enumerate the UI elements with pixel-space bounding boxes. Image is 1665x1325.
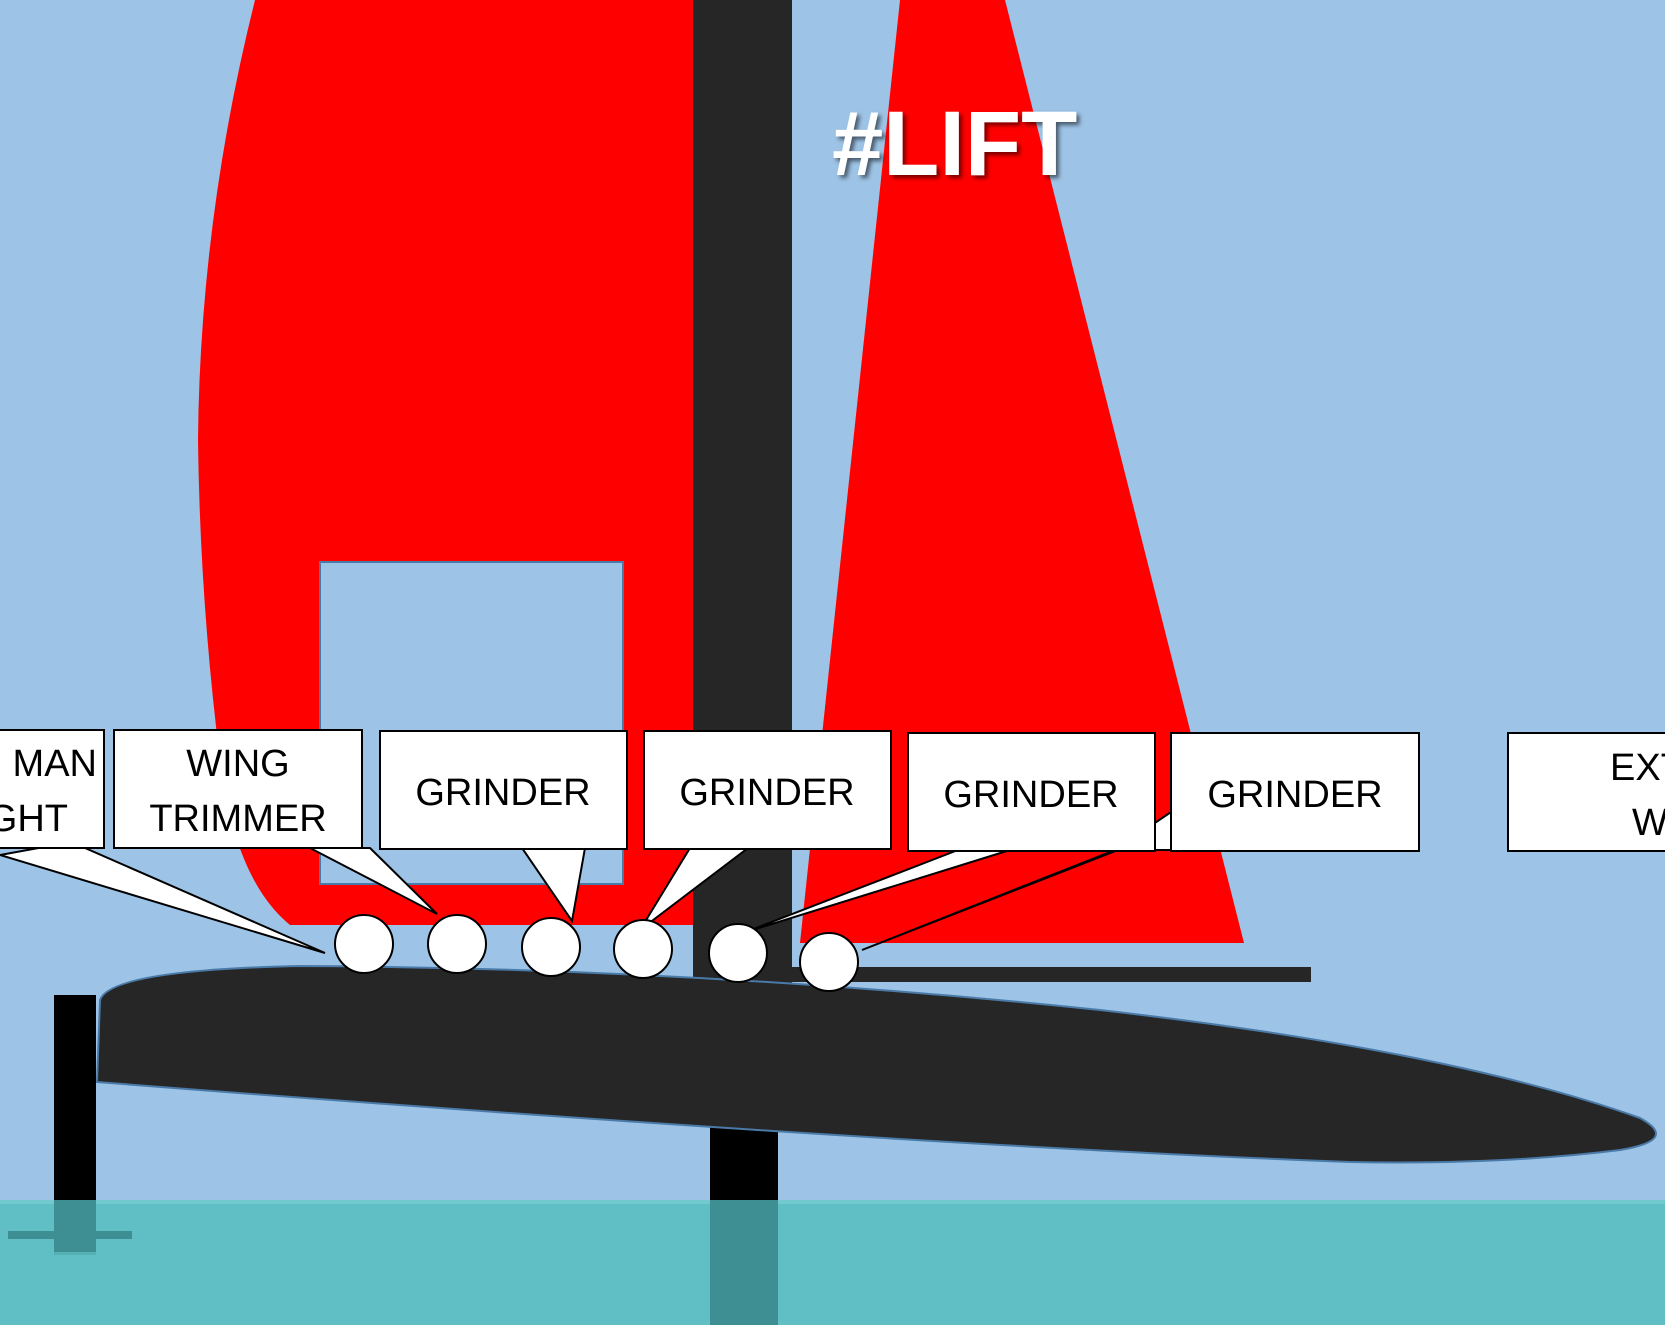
water [0, 1200, 1665, 1325]
crew-wing-trimmer [428, 915, 486, 973]
water-sheen [0, 1200, 1665, 1204]
grinder-4-label: GRINDER [1207, 774, 1382, 816]
rudder-submerged [54, 1200, 96, 1252]
grinder-2-label: GRINDER [679, 772, 854, 814]
boom [792, 967, 1311, 982]
crew-grinder-2 [614, 920, 672, 978]
helmsman-label-line1: MAN [13, 743, 97, 785]
page-title: #LIFT [832, 93, 1077, 195]
grinder-3-label: GRINDER [943, 774, 1118, 816]
crew-grinder-4 [800, 933, 858, 991]
extra-label-line1: EXT [1610, 747, 1665, 789]
rudder-elevator [8, 1231, 132, 1239]
crew-grinder-3 [709, 924, 767, 982]
grinder-1-label: GRINDER [415, 772, 590, 814]
extra-label-line2: W [1632, 802, 1665, 844]
helmsman-label-line2: GHT [0, 798, 68, 840]
crew-helmsman [335, 915, 393, 973]
daggerboard-submerged [710, 1200, 778, 1325]
wing-trimmer-label-line1: WING [186, 743, 289, 785]
crew-grinder-1 [522, 918, 580, 976]
wing-trimmer-label-line2: TRIMMER [149, 798, 326, 840]
